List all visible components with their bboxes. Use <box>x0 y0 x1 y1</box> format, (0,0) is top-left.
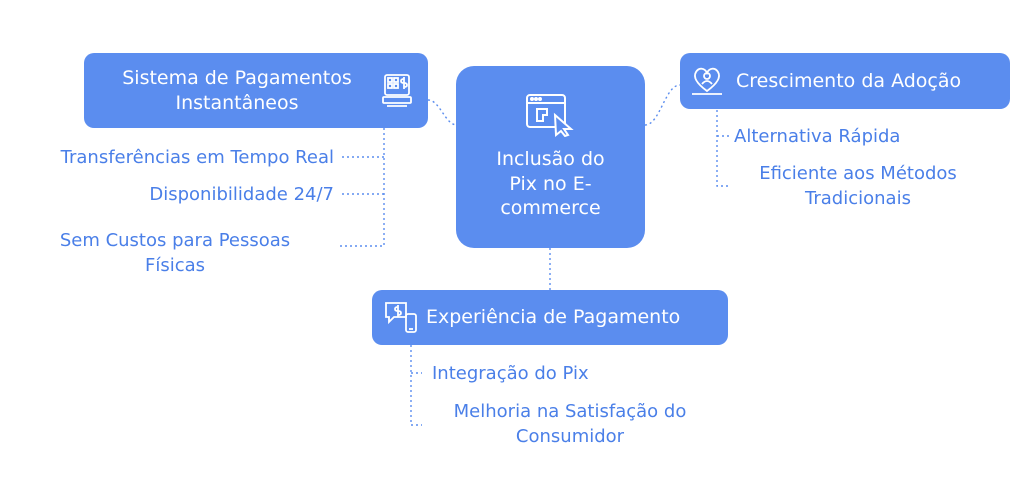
center-label-line-2: Pix no E- <box>509 172 592 195</box>
connector-crescimento <box>644 84 681 126</box>
web-cursor-icon <box>525 93 577 137</box>
center-label-line-1: Inclusão do <box>496 147 605 170</box>
leaf-sem-custos-line-1: Sem Custos para Pessoas <box>59 230 291 251</box>
connector-leaves-experiencia <box>410 345 422 426</box>
leaf-sem-custos: Sem Custos para Pessoas Físicas <box>20 228 330 278</box>
branch-crescimento-node: Crescimento da Adoção <box>680 53 1010 109</box>
branch-crescimento-title: Crescimento da Adoção <box>736 69 962 92</box>
leaf-eficiente-line-1: Eficiente aos Métodos <box>759 163 957 184</box>
leaf-eficiente: Eficiente aos Métodos Tradicionais <box>726 161 990 211</box>
leaf-melhoria-line-1: Melhoria na Satisfação do <box>453 401 687 422</box>
leaf-integracao: Integração do Pix <box>432 361 589 386</box>
leaf-integracao-text: Integração do Pix <box>432 363 589 384</box>
leaf-alternativa: Alternativa Rápida <box>734 124 900 149</box>
heart-person-icon <box>690 63 724 97</box>
leaf-alternativa-text: Alternativa Rápida <box>734 126 901 147</box>
connector-leaves-sistema <box>340 128 385 247</box>
leaf-disponibilidade: Disponibilidade 24/7 <box>149 182 334 207</box>
leaf-disponibilidade-text: Disponibilidade 24/7 <box>149 184 334 205</box>
branch-sistema-node: Sistema de Pagamentos Instantâneos <box>84 53 428 128</box>
leaf-sem-custos-line-2: Físicas <box>144 255 206 277</box>
branch-experiencia-node: Experiência de Pagamento <box>372 290 728 345</box>
branch-experiencia-title: Experiência de Pagamento <box>426 306 681 329</box>
pos-terminal-icon <box>382 73 412 109</box>
center-label-line-3: commerce <box>500 197 601 220</box>
branch-sistema-title-line-2: Instantâneos <box>175 91 299 114</box>
leaf-transferencias: Transferências em Tempo Real <box>61 145 334 170</box>
leaf-eficiente-line-2: Tradicionais <box>805 188 911 210</box>
connector-sistema <box>427 99 458 126</box>
leaf-melhoria: Melhoria na Satisfação do Consumidor <box>420 399 720 449</box>
leaf-melhoria-line-2: Consumidor <box>515 426 625 448</box>
chat-phone-icon <box>384 300 418 334</box>
branch-sistema-title-line-1: Sistema de Pagamentos <box>122 66 352 89</box>
center-node: Inclusão do Pix no E- commerce <box>456 66 645 248</box>
leaf-transferencias-text: Transferências em Tempo Real <box>60 147 334 168</box>
